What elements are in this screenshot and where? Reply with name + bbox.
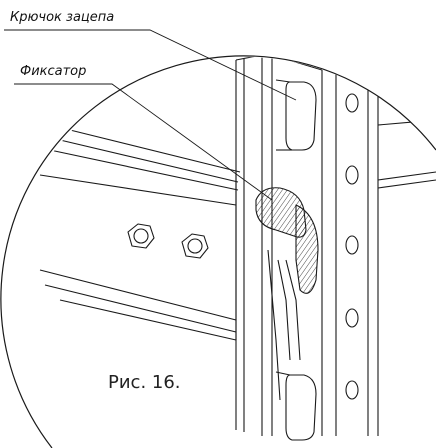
hook-bottom bbox=[275, 371, 317, 441]
hook-top bbox=[275, 79, 317, 151]
detail-circle bbox=[0, 55, 436, 448]
figure-caption: Рис. 16. bbox=[108, 372, 181, 393]
beam bbox=[39, 129, 241, 341]
bolt-left bbox=[127, 223, 155, 249]
column-holes bbox=[345, 93, 359, 400]
hook-label: Крючок зацепа bbox=[10, 10, 115, 25]
bolt-right bbox=[181, 233, 209, 259]
side-plane bbox=[377, 119, 436, 189]
latch-label: Фиксатор bbox=[20, 64, 87, 79]
latch bbox=[255, 187, 319, 401]
leader-lines bbox=[4, 29, 297, 201]
